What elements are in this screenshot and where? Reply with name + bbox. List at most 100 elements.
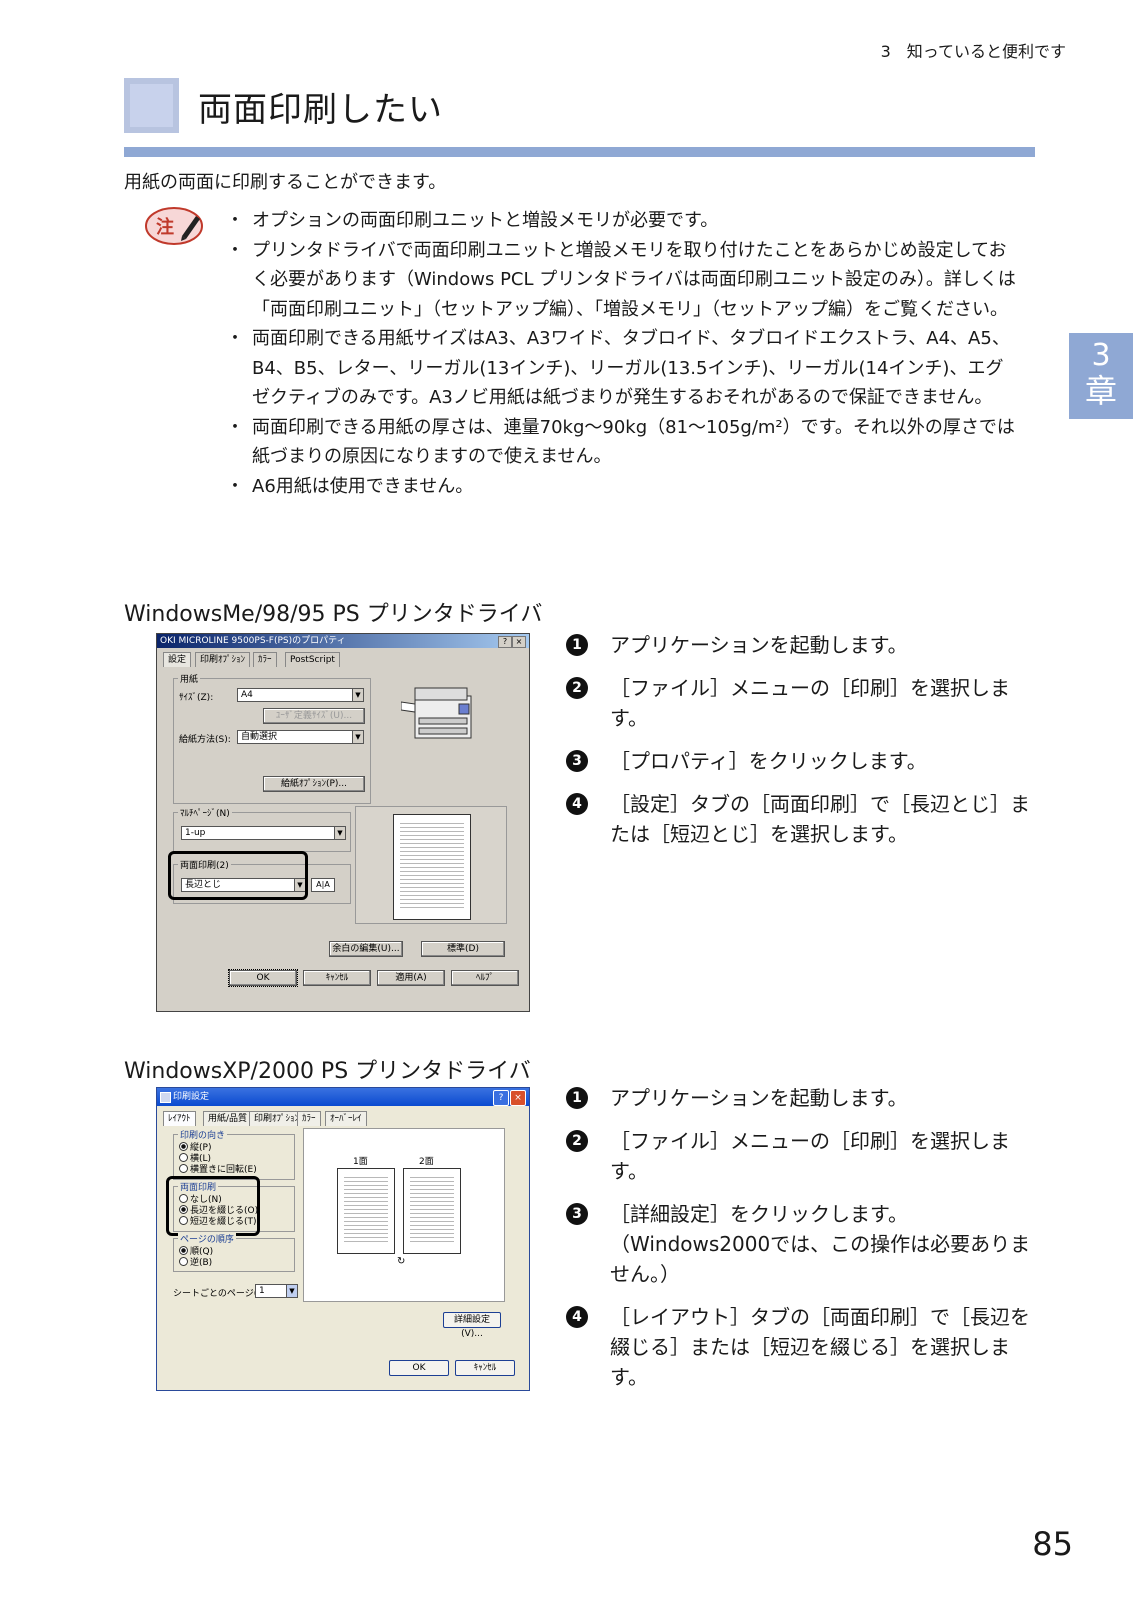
chevron-down-icon: ▼	[352, 689, 363, 701]
cancel-button[interactable]: ｷｬﾝｾﾙ	[303, 970, 371, 986]
pages-per-sheet-select[interactable]: 1▼	[255, 1284, 298, 1298]
preview-page-side1	[337, 1168, 395, 1254]
tab-print-options[interactable]: 印刷ｵﾌﾟｼｮﾝ	[195, 652, 251, 667]
step-number: 3	[566, 750, 588, 772]
chevron-down-icon: ▼	[294, 879, 305, 891]
chevron-down-icon: ▼	[286, 1285, 297, 1297]
steps-xp2000: 1 アプリケーションを起動します。 2［ファイル］メニューの［印刷］を選択します。…	[566, 1083, 1046, 1405]
chapter-tab: 3 章	[1069, 333, 1133, 419]
order-reverse-radio[interactable]: 逆(B)	[179, 1255, 212, 1268]
tab-postscript[interactable]: PostScript	[285, 652, 340, 667]
multipage-select[interactable]: 1-up ▼	[181, 826, 346, 840]
custom-size-button[interactable]: ﾕｰｻﾞ定義ｻｲｽﾞ(U)...	[263, 708, 365, 724]
step-item: 3 ［プロパティ］をクリックします。	[566, 746, 1046, 776]
tab-print-options[interactable]: 印刷ｵﾌﾟｼｮﾝ	[249, 1111, 305, 1126]
note-list: オプションの両面印刷ユニットと増設メモリが必要です。 プリンタドライバで両面印刷…	[226, 206, 1016, 501]
chevron-down-icon: ▼	[334, 827, 345, 839]
page-title: 両面印刷したい	[198, 90, 443, 130]
tab-layout[interactable]: ﾚｲｱｳﾄ	[163, 1111, 196, 1126]
tab-color[interactable]: ｶﾗｰ	[297, 1111, 321, 1126]
paper-group: 用紙	[173, 672, 371, 804]
order-forward-radio[interactable]: 順(Q)	[179, 1244, 213, 1257]
preview-label-side1: 1面	[353, 1157, 368, 1167]
step-item: 2［ファイル］メニューの［印刷］を選択します。	[566, 1126, 1046, 1186]
note-item: 両面印刷できる用紙の厚さは、連量70kg～90kg（81～105g/m²）です。…	[226, 413, 1016, 472]
feed-label: 給紙方法(S):	[179, 735, 231, 745]
step-number: 1	[566, 1087, 588, 1109]
chapter-number: 3	[1091, 338, 1111, 373]
help-icon[interactable]: ?	[493, 1090, 509, 1106]
note-icon-label: 注	[156, 216, 174, 238]
printer-small-icon	[160, 1092, 171, 1103]
properties-dialog-me98: OKI MICROLINE 9500PS-F(PS)のプロパティ ? × 設定 …	[156, 633, 530, 1012]
duplex-group-label: 両面印刷	[178, 1180, 219, 1193]
step-number: 4	[566, 1306, 588, 1328]
note-item: 両面印刷できる用紙サイズはA3、A3ワイド、タブロイド、タブロイドエクストラ、A…	[226, 324, 1016, 413]
running-head: 3 知っていると便利です	[880, 42, 1066, 61]
pages-per-sheet-value: 1	[259, 1286, 265, 1296]
orientation-group-label: 印刷の向き	[178, 1128, 228, 1141]
help-button[interactable]: ﾍﾙﾌﾟ	[451, 970, 519, 986]
dialog-titlebar: 印刷設定	[157, 1088, 529, 1106]
dialog-title: OKI MICROLINE 9500PS-F(PS)のプロパティ	[160, 636, 346, 646]
preview-page-side2	[403, 1168, 461, 1254]
page-order-group-label: ページの順序	[178, 1232, 236, 1245]
close-icon[interactable]: ×	[512, 636, 526, 648]
note-item: A6用紙は使用できません。	[226, 472, 1016, 502]
default-button[interactable]: 標準(D)	[421, 941, 505, 957]
tab-paper-quality[interactable]: 用紙/品質	[203, 1111, 253, 1126]
paper-group-label: 用紙	[178, 672, 201, 685]
size-label: ｻｲｽﾞ(Z):	[179, 693, 214, 703]
tab-settings[interactable]: 設定	[163, 652, 192, 667]
duplex-long-edge-radio[interactable]: 長辺を綴じる(O)	[179, 1203, 258, 1216]
duplex-none-radio[interactable]: なし(N)	[179, 1192, 222, 1205]
pages-per-sheet-label: シートごとのページ(S):	[173, 1289, 270, 1299]
rotate-icon: ↻	[397, 1256, 406, 1267]
step-number: 2	[566, 677, 588, 699]
orientation-rotated-radio[interactable]: 横置きに回転(E)	[179, 1162, 257, 1175]
step-item: 4［レイアウト］タブの［両面印刷］で［長辺を綴じる］または［短辺を綴じる］を選択…	[566, 1302, 1046, 1392]
preview-label-side2: 2面	[419, 1157, 434, 1167]
title-marker	[124, 78, 179, 133]
orientation-portrait-radio[interactable]: 縦(P)	[179, 1140, 211, 1153]
printer-icon	[401, 687, 472, 739]
duplex-short-edge-radio[interactable]: 短辺を綴じる(T)	[179, 1214, 257, 1227]
cancel-button[interactable]: ｷｬﾝｾﾙ	[455, 1360, 515, 1376]
page-number: 85	[1032, 1525, 1073, 1563]
step-item: 2［ファイル］メニューの［印刷］を選択します。	[566, 673, 1046, 733]
title-rule	[124, 147, 1035, 157]
feed-select[interactable]: 自動選択▼	[237, 730, 364, 744]
feed-options-button[interactable]: 給紙ｵﾌﾟｼｮﾝ(P)...	[263, 776, 365, 792]
duplex-select[interactable]: 長辺とじ▼	[181, 878, 306, 892]
step-number: 3	[566, 1203, 588, 1225]
advanced-button[interactable]: 詳細設定(V)...	[443, 1312, 501, 1339]
duplex-highlight	[168, 851, 308, 900]
ok-button[interactable]: OK	[228, 969, 298, 987]
size-value: A4	[241, 690, 253, 700]
step-text: ［詳細設定］をクリックします。（Windows2000では、この操作は必要ありま…	[610, 1202, 1031, 1286]
step-text: アプリケーションを起動します。	[610, 1086, 908, 1110]
step-item: 4［設定］タブの［両面印刷］で［長辺とじ］または［短辺とじ］を選択します。	[566, 789, 1046, 849]
step-text: ［ファイル］メニューの［印刷］を選択します。	[610, 1129, 1010, 1183]
chevron-down-icon: ▼	[352, 731, 363, 743]
ok-button[interactable]: OK	[389, 1360, 449, 1376]
note-item: オプションの両面印刷ユニットと増設メモリが必要です。	[226, 206, 1016, 236]
duplex-group: 両面印刷(2)	[173, 858, 351, 904]
apply-button[interactable]: 適用(A)	[377, 970, 445, 986]
tab-overlay[interactable]: ｵｰﾊﾞｰﾚｲ	[325, 1111, 367, 1126]
orientation-landscape-radio[interactable]: 横(L)	[179, 1151, 211, 1164]
edit-margins-button[interactable]: 余白の編集(U)...	[329, 941, 403, 957]
tab-color[interactable]: ｶﾗｰ	[253, 652, 277, 667]
chapter-kanji: 章	[1084, 372, 1117, 410]
section-heading-xp2000: WindowsXP/2000 PS プリンタドライバ	[124, 1059, 531, 1084]
close-icon[interactable]: ×	[510, 1090, 526, 1106]
step-text: ［プロパティ］をクリックします。	[610, 749, 927, 773]
step-number: 4	[566, 793, 588, 815]
size-select[interactable]: A4 ▼	[237, 688, 364, 702]
multipage-value: 1-up	[185, 828, 206, 838]
duplex-highlight	[166, 1176, 260, 1236]
duplex-group: 両面印刷	[173, 1180, 295, 1232]
help-icon[interactable]: ?	[498, 636, 512, 648]
